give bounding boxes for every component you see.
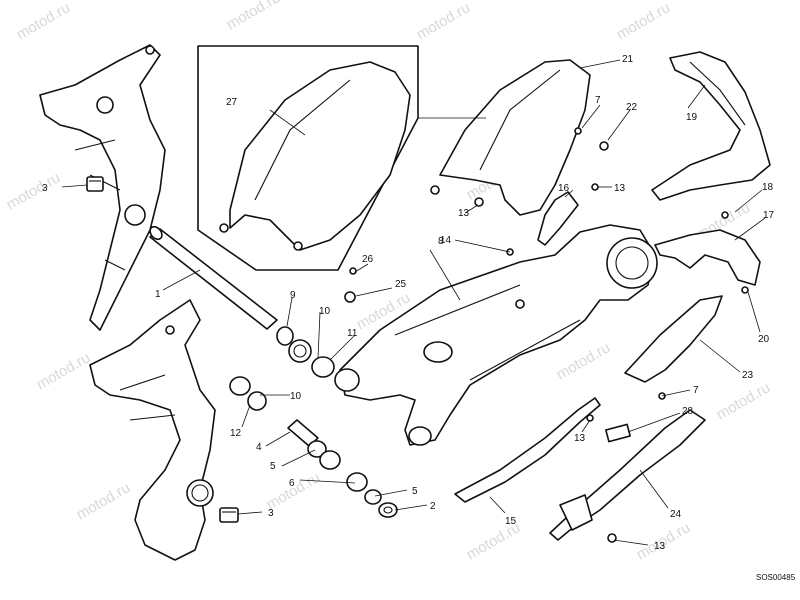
bearing-upper [276,326,335,378]
frame-plate-lower [89,299,216,561]
callout-22: 22 [626,102,638,113]
bearing-lower [307,440,398,518]
callout-13: 13 [654,541,666,552]
watermark: motod.ru [4,169,64,213]
callout-1: 1 [155,289,161,300]
chain-slider [654,229,761,286]
callout-6: 6 [289,478,295,489]
callout-13: 13 [458,208,470,219]
callout-10: 10 [290,391,302,402]
chain-guard-upper [651,51,771,201]
watermark: motod.ru [34,349,94,393]
callout-3: 3 [42,183,48,194]
swingarm [334,224,658,446]
watermark: motod.ru [224,0,284,33]
callout-14: 14 [440,235,452,246]
watermark: motod.ru [74,479,134,523]
watermark: motod.ru [264,469,324,513]
callout-7: 7 [693,385,699,396]
chain-slider-lower [454,397,601,503]
chain-tensioner [549,409,706,541]
callout-labels: 1 2 3 3 4 5 5 6 7 7 8 9 10 10 11 12 13 1… [42,54,775,552]
diagram-code: SOS00485 [756,573,796,582]
rear-fender [430,59,591,216]
callout-25: 25 [395,279,407,290]
pivot-shaft [149,225,278,330]
watermark: motod.ru [414,0,474,43]
callout-19: 19 [686,112,698,123]
callout-23: 23 [742,370,754,381]
pivot-pin [287,419,319,447]
chain-guard-lower [624,295,723,383]
callout-7: 7 [595,95,601,106]
callout-12: 12 [230,428,242,439]
callout-13: 13 [574,433,586,444]
callout-11: 11 [347,328,358,339]
callout-9: 9 [290,290,296,301]
fender-bracket [537,191,579,246]
callout-18: 18 [762,182,774,193]
watermark: motod.ru [554,339,614,383]
callout-2: 2 [430,501,436,512]
callout-13: 13 [614,183,626,194]
leader-lines [61,59,766,546]
watermark: motod.ru [614,0,674,43]
watermark: motod.ru [714,379,774,423]
callout-21: 21 [622,54,634,65]
inset-panel [197,45,486,271]
callout-10: 10 [319,306,331,317]
bolt-upper [86,176,104,192]
callout-17: 17 [763,210,775,221]
bushing-left [229,376,267,411]
callout-24: 24 [670,509,682,520]
callout-26: 26 [362,254,374,265]
callout-16: 16 [558,183,570,194]
callout-5: 5 [270,461,276,472]
callout-20: 20 [758,334,770,345]
watermark: motod.ru [14,0,74,43]
callout-15: 15 [505,516,517,527]
callout-3: 3 [268,508,274,519]
callout-28: 28 [682,406,694,417]
callout-27: 27 [226,97,238,108]
bolt-lower [219,507,239,523]
callout-5: 5 [412,486,418,497]
callout-4: 4 [256,442,262,453]
callout-8: 8 [438,236,444,247]
